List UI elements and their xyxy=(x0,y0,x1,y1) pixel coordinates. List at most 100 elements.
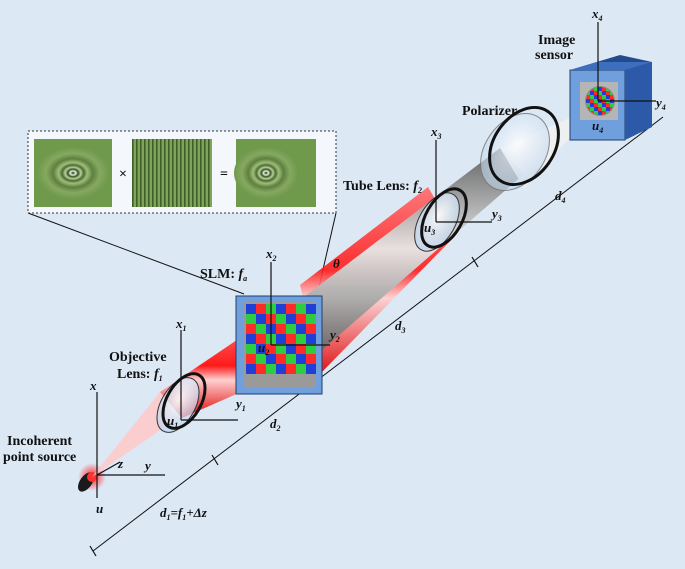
checker-cell xyxy=(602,107,606,111)
checker-cell xyxy=(296,344,306,354)
checker-cell xyxy=(256,334,266,344)
checker-cell xyxy=(286,324,296,334)
checker-cell xyxy=(286,304,296,314)
checker-cell xyxy=(594,111,598,115)
checker-cell xyxy=(306,304,316,314)
axis-x2: x2 xyxy=(265,246,277,263)
distance-d1: d1=f1+Δz xyxy=(160,505,208,522)
checker-cell xyxy=(256,344,266,354)
axis-y1: y1 xyxy=(234,396,246,413)
axis-u1: u1 xyxy=(167,413,178,430)
checker-cell xyxy=(306,354,316,364)
checker-cell xyxy=(602,111,606,115)
checker-cell xyxy=(602,103,606,107)
checker-cell xyxy=(306,344,316,354)
axis-x: x xyxy=(89,378,97,393)
checker-cell xyxy=(586,103,590,107)
checker-cell xyxy=(598,103,602,107)
times-sign: × xyxy=(119,167,127,182)
distance-d3: d3 xyxy=(395,318,406,335)
slm-label: SLM: fa xyxy=(200,267,247,283)
checker-cell xyxy=(256,354,266,364)
checker-cell xyxy=(286,344,296,354)
checker-cell xyxy=(276,304,286,314)
axis-u2: u2 xyxy=(258,340,269,357)
checker-cell xyxy=(296,364,306,374)
axis-u: u xyxy=(96,501,103,516)
objective-label-line1: Objective xyxy=(109,350,167,365)
axis-u4: u4 xyxy=(592,118,603,135)
checker-cell xyxy=(598,87,602,91)
sensor-axes xyxy=(597,22,656,102)
checker-cell xyxy=(606,91,610,95)
checker-cell xyxy=(602,91,606,95)
tube-axes xyxy=(435,140,492,223)
equals-sign: = xyxy=(220,167,228,182)
checker-cell xyxy=(296,334,306,344)
checker-cell xyxy=(276,364,286,374)
checker-cell xyxy=(610,95,614,99)
checker-cell xyxy=(602,95,606,99)
distance-d2: d2 xyxy=(270,416,281,433)
slm-checkerboard xyxy=(246,304,316,374)
checker-cell xyxy=(266,344,276,354)
checker-cell xyxy=(256,324,266,334)
checker-cell xyxy=(286,314,296,324)
slm-axes xyxy=(270,262,330,346)
tube-lens-label: Tube Lens: f2 xyxy=(343,179,422,195)
checker-cell xyxy=(276,314,286,324)
checker-cell xyxy=(266,364,276,374)
checker-cell xyxy=(598,107,602,111)
sensor-label-line1: Image xyxy=(538,33,575,48)
checker-cell xyxy=(296,304,306,314)
checker-cell xyxy=(594,91,598,95)
checker-cell xyxy=(594,107,598,111)
axis-y4: y4 xyxy=(654,95,666,112)
source-label-line1: Incoherent xyxy=(7,434,72,449)
checker-cell xyxy=(246,344,256,354)
source-axes xyxy=(96,392,165,498)
checker-cell xyxy=(246,314,256,324)
axis-x4: x4 xyxy=(591,6,603,23)
checker-cell xyxy=(246,354,256,364)
checker-cell xyxy=(598,95,602,99)
checker-cell xyxy=(276,324,286,334)
checker-cell xyxy=(276,334,286,344)
checker-cell xyxy=(286,354,296,364)
checker-cell xyxy=(276,344,286,354)
checker-cell xyxy=(594,103,598,107)
checker-cell xyxy=(296,354,306,364)
checker-cell xyxy=(306,364,316,374)
source-label-line2: point source xyxy=(3,450,76,465)
inset-callout-lines xyxy=(27,212,337,301)
checker-cell xyxy=(594,99,598,103)
checker-cell xyxy=(586,95,590,99)
axis-x1: x1 xyxy=(175,316,187,333)
objective-label-line2: Lens: f1 xyxy=(117,367,163,383)
checker-cell xyxy=(590,95,594,99)
checker-cell xyxy=(286,364,296,374)
checker-cell xyxy=(594,87,598,91)
checker-cell xyxy=(610,103,614,107)
polarizer xyxy=(480,106,560,191)
checker-cell xyxy=(590,91,594,95)
theta-label: θ xyxy=(333,256,340,271)
checker-cell xyxy=(256,304,266,314)
checker-cell xyxy=(306,334,316,344)
sensor-label-line2: sensor xyxy=(535,48,573,63)
checker-cell xyxy=(594,95,598,99)
source-cone xyxy=(92,392,178,477)
checker-cell xyxy=(606,103,610,107)
checker-cell xyxy=(276,354,286,364)
checker-cell xyxy=(266,354,276,364)
checker-cell xyxy=(256,364,266,374)
checker-cell xyxy=(586,99,590,103)
axis-u3: u3 xyxy=(424,220,435,237)
objective-lens xyxy=(156,372,207,433)
checker-cell xyxy=(246,324,256,334)
checker-cell xyxy=(590,99,594,103)
objective-axes xyxy=(180,330,238,421)
image-sensor xyxy=(569,55,652,141)
